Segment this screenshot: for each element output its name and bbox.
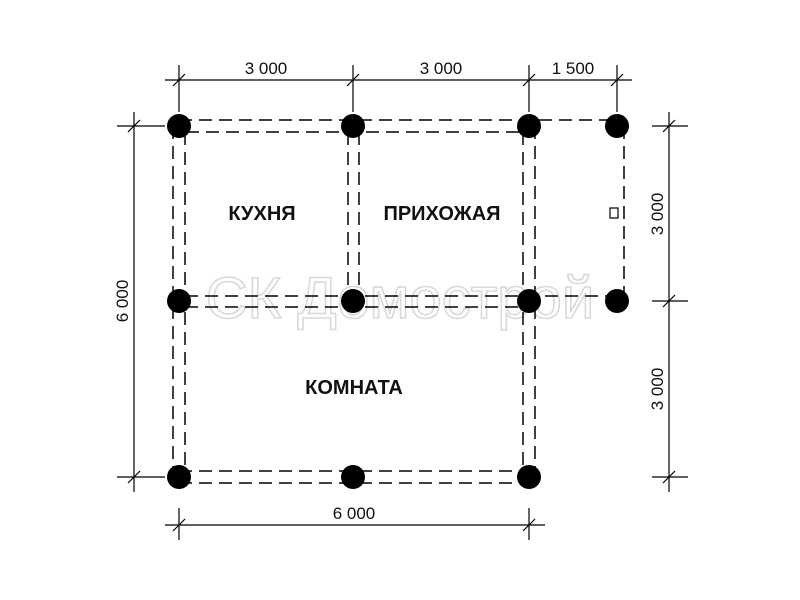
dim-right-1: 3 000 — [648, 193, 667, 236]
post — [341, 114, 365, 138]
posts — [167, 114, 629, 489]
dim-top-2: 3 000 — [420, 59, 463, 78]
dim-bottom: 6 000 — [333, 504, 376, 523]
top-dimension: 3 000 3 000 1 500 — [165, 59, 632, 112]
dim-right-2: 3 000 — [648, 368, 667, 411]
post — [605, 289, 629, 313]
post — [517, 114, 541, 138]
post — [517, 465, 541, 489]
post — [167, 114, 191, 138]
post — [167, 289, 191, 313]
post — [341, 465, 365, 489]
post — [517, 289, 541, 313]
post — [341, 289, 365, 313]
dim-top-1: 3 000 — [245, 59, 288, 78]
bottom-dimension: 6 000 — [165, 504, 545, 540]
post — [167, 465, 191, 489]
room-label-hallway: ПРИХОЖАЯ — [383, 203, 500, 225]
dim-top-3: 1 500 — [552, 59, 595, 78]
porch-marker — [609, 207, 619, 219]
post — [605, 114, 629, 138]
room-label-kitchen: КУХНЯ — [228, 203, 295, 225]
right-dimension: 3 000 3 000 — [648, 112, 688, 492]
room-label-room: КОМНАТА — [305, 377, 403, 399]
left-dimension: 6 000 — [113, 112, 165, 492]
dim-left: 6 000 — [113, 280, 132, 323]
